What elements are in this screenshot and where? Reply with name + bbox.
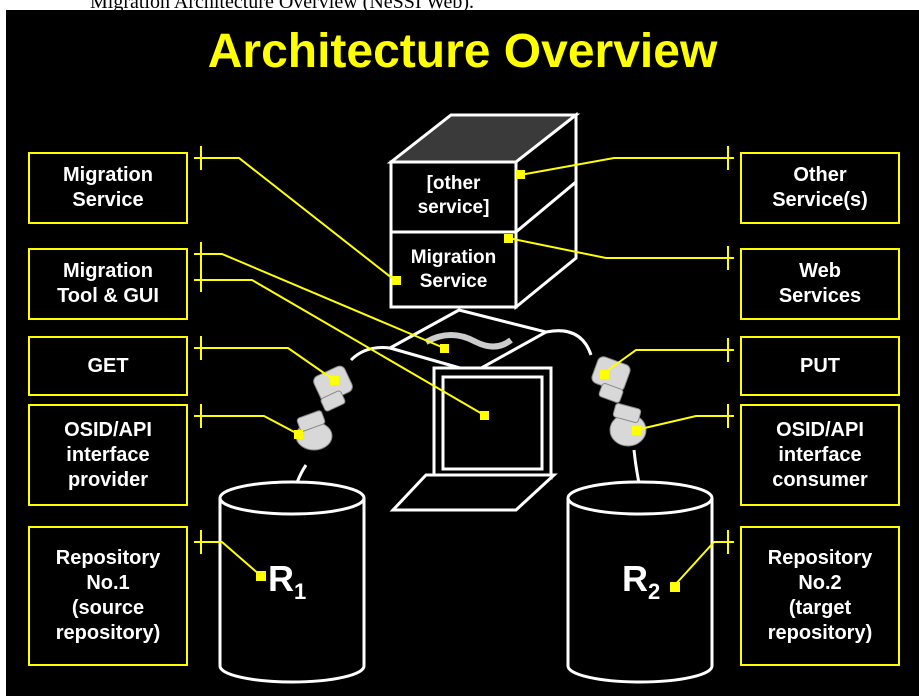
repository-2-label: R2 <box>622 558 660 605</box>
callout-line: repository) <box>767 622 873 644</box>
callout-line: Services <box>778 285 862 307</box>
callout-line: Migration <box>63 260 153 282</box>
server-stack-icon <box>386 111 581 311</box>
repo-letter: R <box>268 558 294 599</box>
get-callout: GET <box>28 336 188 396</box>
callout-line: Repository <box>55 547 161 569</box>
repository-1-cylinder-icon <box>218 480 366 684</box>
callout-line: (target <box>788 597 852 619</box>
computer-monitor-icon <box>389 366 558 512</box>
repo-subscript: 2 <box>648 579 661 604</box>
callout-line: Tool & GUI <box>57 285 159 307</box>
repo-subscript: 1 <box>294 579 307 604</box>
document-caption: Migration Architecture Overview (NeSSI W… <box>90 0 475 11</box>
callout-lines <box>194 146 734 587</box>
callout-line: Web <box>799 260 841 282</box>
callout-line: Other <box>793 164 847 186</box>
get-plug-icon <box>313 365 353 412</box>
cube-line: [other <box>426 173 481 194</box>
diagram-canvas <box>194 111 734 684</box>
cube-line: service] <box>417 197 490 218</box>
architecture-slide: Architecture Overview <box>6 10 919 696</box>
callout-line: No.2 <box>798 572 842 594</box>
callout-line: Migration <box>63 164 153 186</box>
cube-line: Migration <box>410 247 497 268</box>
callout-line: OSID/API <box>64 418 152 441</box>
callout-line: Service <box>72 189 144 211</box>
callout-markers <box>256 170 680 592</box>
callout-line: OSID/API <box>776 418 864 441</box>
callout-line: provider <box>67 468 148 491</box>
callout-line: GET <box>87 354 129 377</box>
migration-service-cube-label: Migration Service <box>391 246 516 294</box>
callout-line: Service(s) <box>772 189 868 211</box>
callout-line: PUT <box>800 354 840 377</box>
osid-provider-socket-icon <box>295 410 333 451</box>
callout-line: interface <box>778 443 862 466</box>
other-service-cube-label: [other service] <box>391 172 516 220</box>
osid-consumer-socket-icon <box>609 403 647 447</box>
callout-line: repository) <box>55 622 161 644</box>
callout-line: No.1 <box>86 572 130 594</box>
network-hub-icon <box>386 308 551 374</box>
cube-line: Service <box>419 271 488 292</box>
put-callout: PUT <box>740 336 900 396</box>
put-plug-icon <box>591 356 631 403</box>
repo-letter: R <box>622 558 648 599</box>
callout-line: Repository <box>767 547 873 569</box>
callout-line: consumer <box>772 468 868 491</box>
slide-title: Architecture Overview <box>207 25 718 78</box>
callout-line: interface <box>66 443 150 466</box>
repository-1-label: R1 <box>268 558 306 605</box>
callout-line: (source <box>71 597 145 619</box>
repository-2-cylinder-icon <box>566 480 714 684</box>
